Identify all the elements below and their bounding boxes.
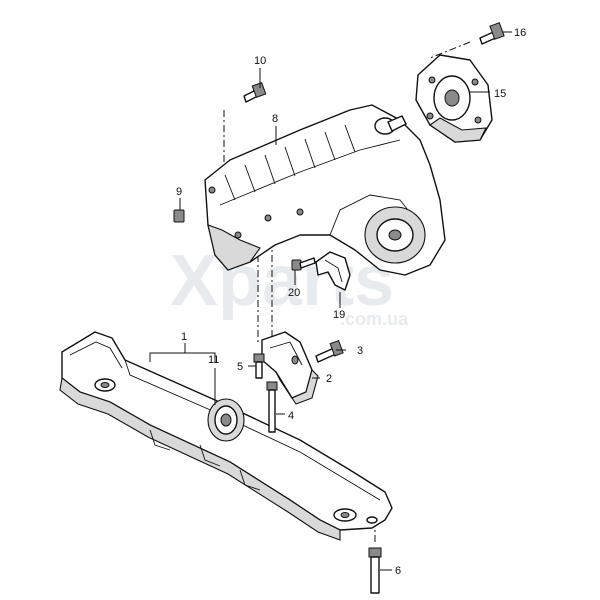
bolt-3 bbox=[315, 340, 344, 363]
callout-9: 9 bbox=[176, 186, 182, 198]
callout-5: 5 bbox=[237, 361, 243, 373]
callout-4: 4 bbox=[288, 410, 294, 422]
leader-lines bbox=[149, 31, 512, 571]
bolt-6 bbox=[368, 547, 382, 594]
assembly-line-16 bbox=[429, 41, 471, 59]
transfer-case bbox=[204, 104, 446, 276]
callout-11: 11 bbox=[208, 354, 219, 366]
bolt-9 bbox=[173, 209, 185, 223]
callout-8: 8 bbox=[272, 113, 278, 125]
callout-16: 16 bbox=[514, 27, 526, 39]
bolt-10 bbox=[243, 82, 267, 103]
callout-3: 3 bbox=[357, 345, 363, 357]
bracket bbox=[261, 331, 319, 405]
watermark-domain: .com.ua bbox=[340, 309, 409, 329]
callout-1: 1 bbox=[181, 331, 187, 343]
small-bracket bbox=[315, 251, 351, 291]
callout-20: 20 bbox=[288, 287, 300, 299]
callout-15: 15 bbox=[494, 88, 506, 100]
bolt-4 bbox=[266, 381, 278, 433]
callouts: 1 2 3 4 5 6 8 9 10 11 15 16 19 20 bbox=[176, 27, 526, 577]
callout-6: 6 bbox=[395, 565, 401, 577]
bolt-16 bbox=[479, 22, 505, 45]
rubber-mount bbox=[207, 398, 245, 442]
bolt-20 bbox=[291, 257, 316, 271]
flange bbox=[415, 54, 493, 143]
bolt-5 bbox=[253, 353, 265, 379]
callout-19: 19 bbox=[333, 309, 345, 321]
watermark-brand: Xparts bbox=[170, 241, 394, 321]
callout-2: 2 bbox=[326, 373, 332, 385]
callout-10: 10 bbox=[254, 55, 266, 67]
